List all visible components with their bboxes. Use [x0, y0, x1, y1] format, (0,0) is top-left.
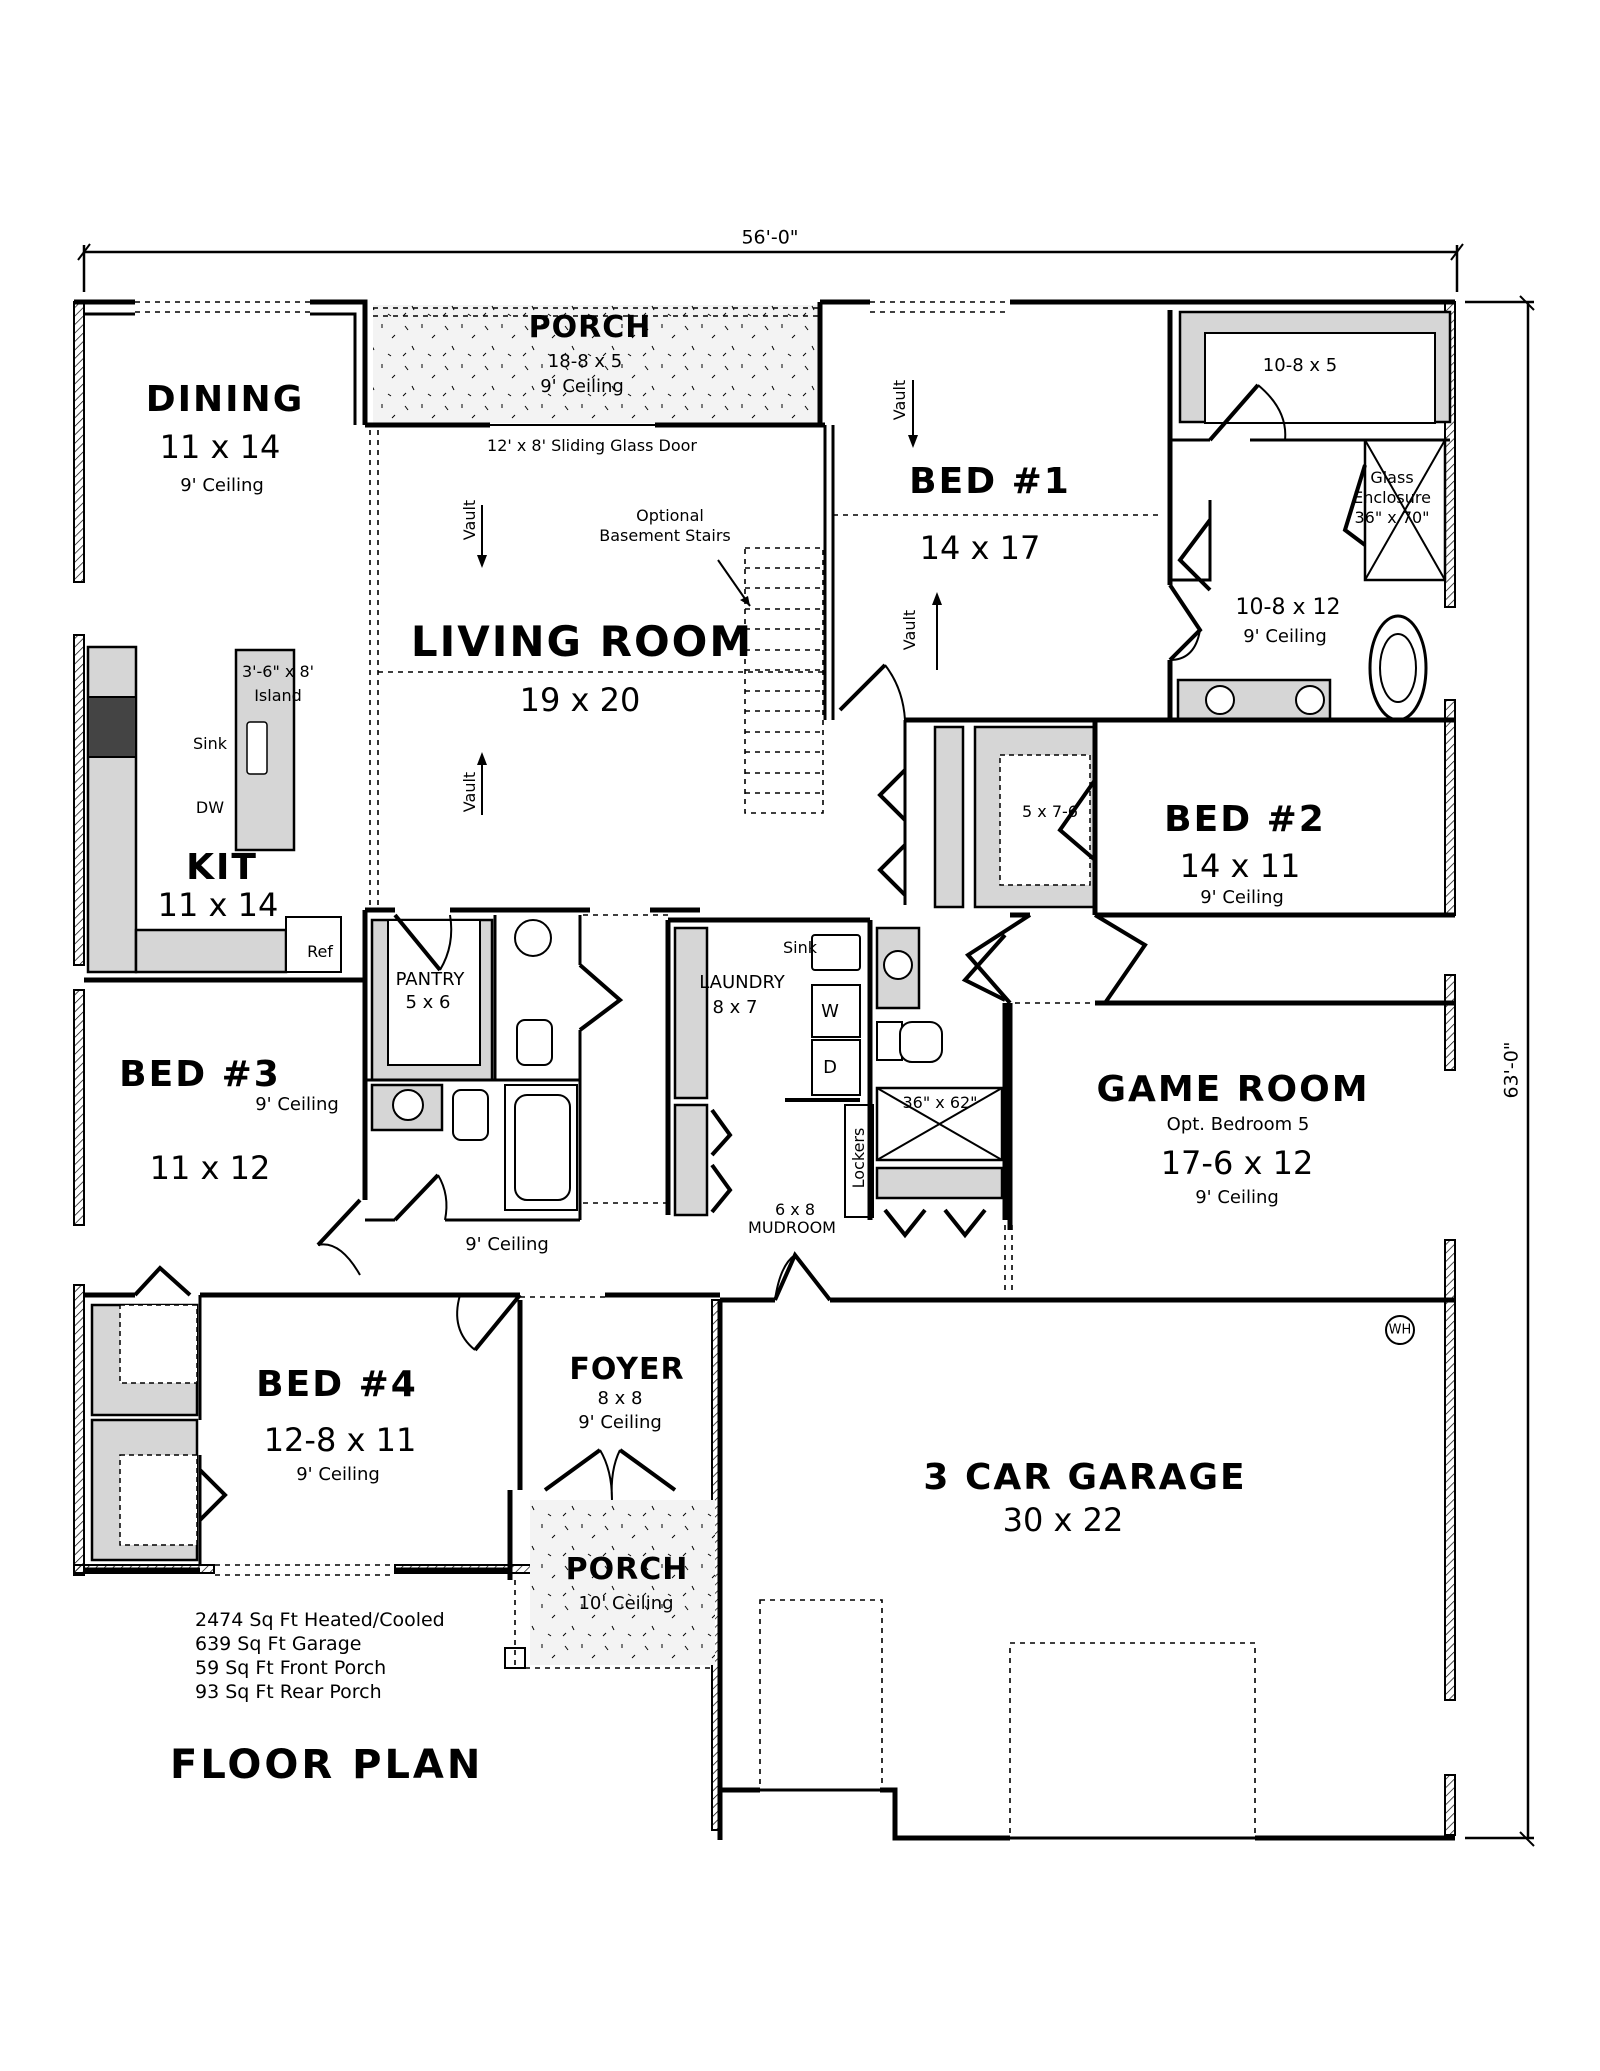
bed2-label: BED #2 — [1164, 799, 1326, 840]
rear-porch-ceiling: 9' Ceiling — [540, 376, 624, 397]
front-porch-label: PORCH — [565, 1552, 689, 1587]
garage-size: 30 x 22 — [1002, 1501, 1124, 1539]
rear-porch — [373, 305, 820, 423]
shower-label-line1: Glass — [1370, 468, 1414, 487]
mudroom-label: MUDROOM — [748, 1218, 836, 1237]
vault-label: Vault — [900, 609, 919, 651]
vault-label: Vault — [460, 771, 479, 813]
shower-label-line2: Enclosure — [1353, 488, 1431, 507]
bed4-ceiling: 9' Ceiling — [296, 1464, 380, 1485]
water-heater-label: WH — [1388, 1322, 1412, 1338]
bed3-label: BED #3 — [119, 1054, 281, 1095]
lockers-label: Lockers — [849, 1127, 868, 1189]
laundry-label: LAUNDRY — [699, 972, 785, 993]
game-room-ceiling: 9' Ceiling — [1195, 1187, 1279, 1208]
hall-ceiling: 9' Ceiling — [465, 1234, 549, 1255]
foyer-ceiling: 9' Ceiling — [578, 1412, 662, 1433]
overall-depth-label: 63'-0" — [1500, 1041, 1523, 1099]
island-size: 3'-6" x 8' — [241, 662, 315, 681]
bed2-ceiling: 9' Ceiling — [1200, 887, 1284, 908]
dining-size: 11 x 14 — [159, 428, 281, 466]
vault-label: Vault — [460, 499, 479, 541]
dining-label: DINING — [145, 379, 305, 420]
stairs-note-line2: Basement Stairs — [599, 526, 731, 545]
laundry-sink-label: Sink — [782, 938, 818, 957]
mudroom-size: 6 x 8 — [775, 1200, 815, 1219]
square-footage-notes: 2474 Sq Ft Heated/Cooled 639 Sq Ft Garag… — [195, 1608, 445, 1704]
kitchen-size: 11 x 14 — [157, 886, 279, 924]
pantry-label: PANTRY — [395, 969, 465, 990]
bed1-label: BED #1 — [909, 461, 1071, 502]
dimension-width — [77, 243, 1464, 292]
stat-rear-porch: 93 Sq Ft Rear Porch — [195, 1681, 382, 1703]
half-bath-shower-size: 36" x 62" — [902, 1093, 978, 1112]
bed1-size: 14 x 17 — [919, 529, 1041, 567]
bed3-size: 11 x 12 — [149, 1149, 271, 1187]
shower-label-line3: 36" x 70" — [1354, 508, 1430, 527]
dishwasher-label: DW — [195, 798, 225, 817]
dining-ceiling: 9' Ceiling — [180, 475, 264, 496]
master-closet-size: 10-8 x 5 — [1262, 355, 1338, 376]
laundry-size: 8 x 7 — [712, 997, 758, 1018]
foyer-label: FOYER — [569, 1352, 685, 1387]
bed4-size: 12-8 x 11 — [263, 1421, 417, 1459]
master-bath-size: 10-8 x 12 — [1235, 595, 1341, 620]
rear-porch-size: 18-8 x 5 — [547, 351, 623, 372]
plan-title: FLOOR PLAN — [170, 1742, 484, 1788]
stairs-note-line1: Optional — [636, 506, 704, 525]
pantry-size: 5 x 6 — [405, 992, 451, 1013]
overall-width-label: 56'-0" — [741, 226, 799, 249]
stat-garage: 639 Sq Ft Garage — [195, 1633, 362, 1655]
bed2-size: 14 x 11 — [1179, 847, 1301, 885]
walls — [74, 299, 1455, 1841]
dryer-label: D — [823, 1057, 837, 1078]
refrigerator-label: Ref — [307, 942, 333, 961]
game-room-label: GAME ROOM — [1096, 1069, 1370, 1110]
stat-heated: 2474 Sq Ft Heated/Cooled — [195, 1609, 445, 1631]
sliding-door-label: 12' x 8' Sliding Glass Door — [487, 436, 697, 455]
rear-porch-label: PORCH — [528, 310, 652, 345]
game-room-size: 17-6 x 12 — [1160, 1144, 1314, 1182]
dimension-depth — [1465, 295, 1535, 1847]
bed3-ceiling: 9' Ceiling — [255, 1094, 339, 1115]
vault-label: Vault — [890, 379, 909, 421]
foyer-size: 8 x 8 — [597, 1388, 643, 1409]
game-room-subtitle: Opt. Bedroom 5 — [1166, 1114, 1310, 1135]
front-porch-ceiling: 10' Ceiling — [578, 1593, 674, 1614]
bed4-label: BED #4 — [256, 1364, 418, 1405]
kitchen-sink-label: Sink — [192, 734, 228, 753]
island-label: Island — [254, 686, 302, 705]
master-bath-ceiling: 9' Ceiling — [1243, 626, 1327, 647]
living-room-label: LIVING ROOM — [410, 617, 754, 666]
living-room-size: 19 x 20 — [519, 681, 641, 719]
bed2-closet-size: 5 x 7-6 — [1022, 802, 1078, 821]
garage-label: 3 CAR GARAGE — [923, 1457, 1247, 1498]
kitchen-label: KIT — [186, 847, 258, 888]
washer-label: W — [821, 1001, 839, 1022]
stat-front-porch: 59 Sq Ft Front Porch — [195, 1657, 387, 1679]
